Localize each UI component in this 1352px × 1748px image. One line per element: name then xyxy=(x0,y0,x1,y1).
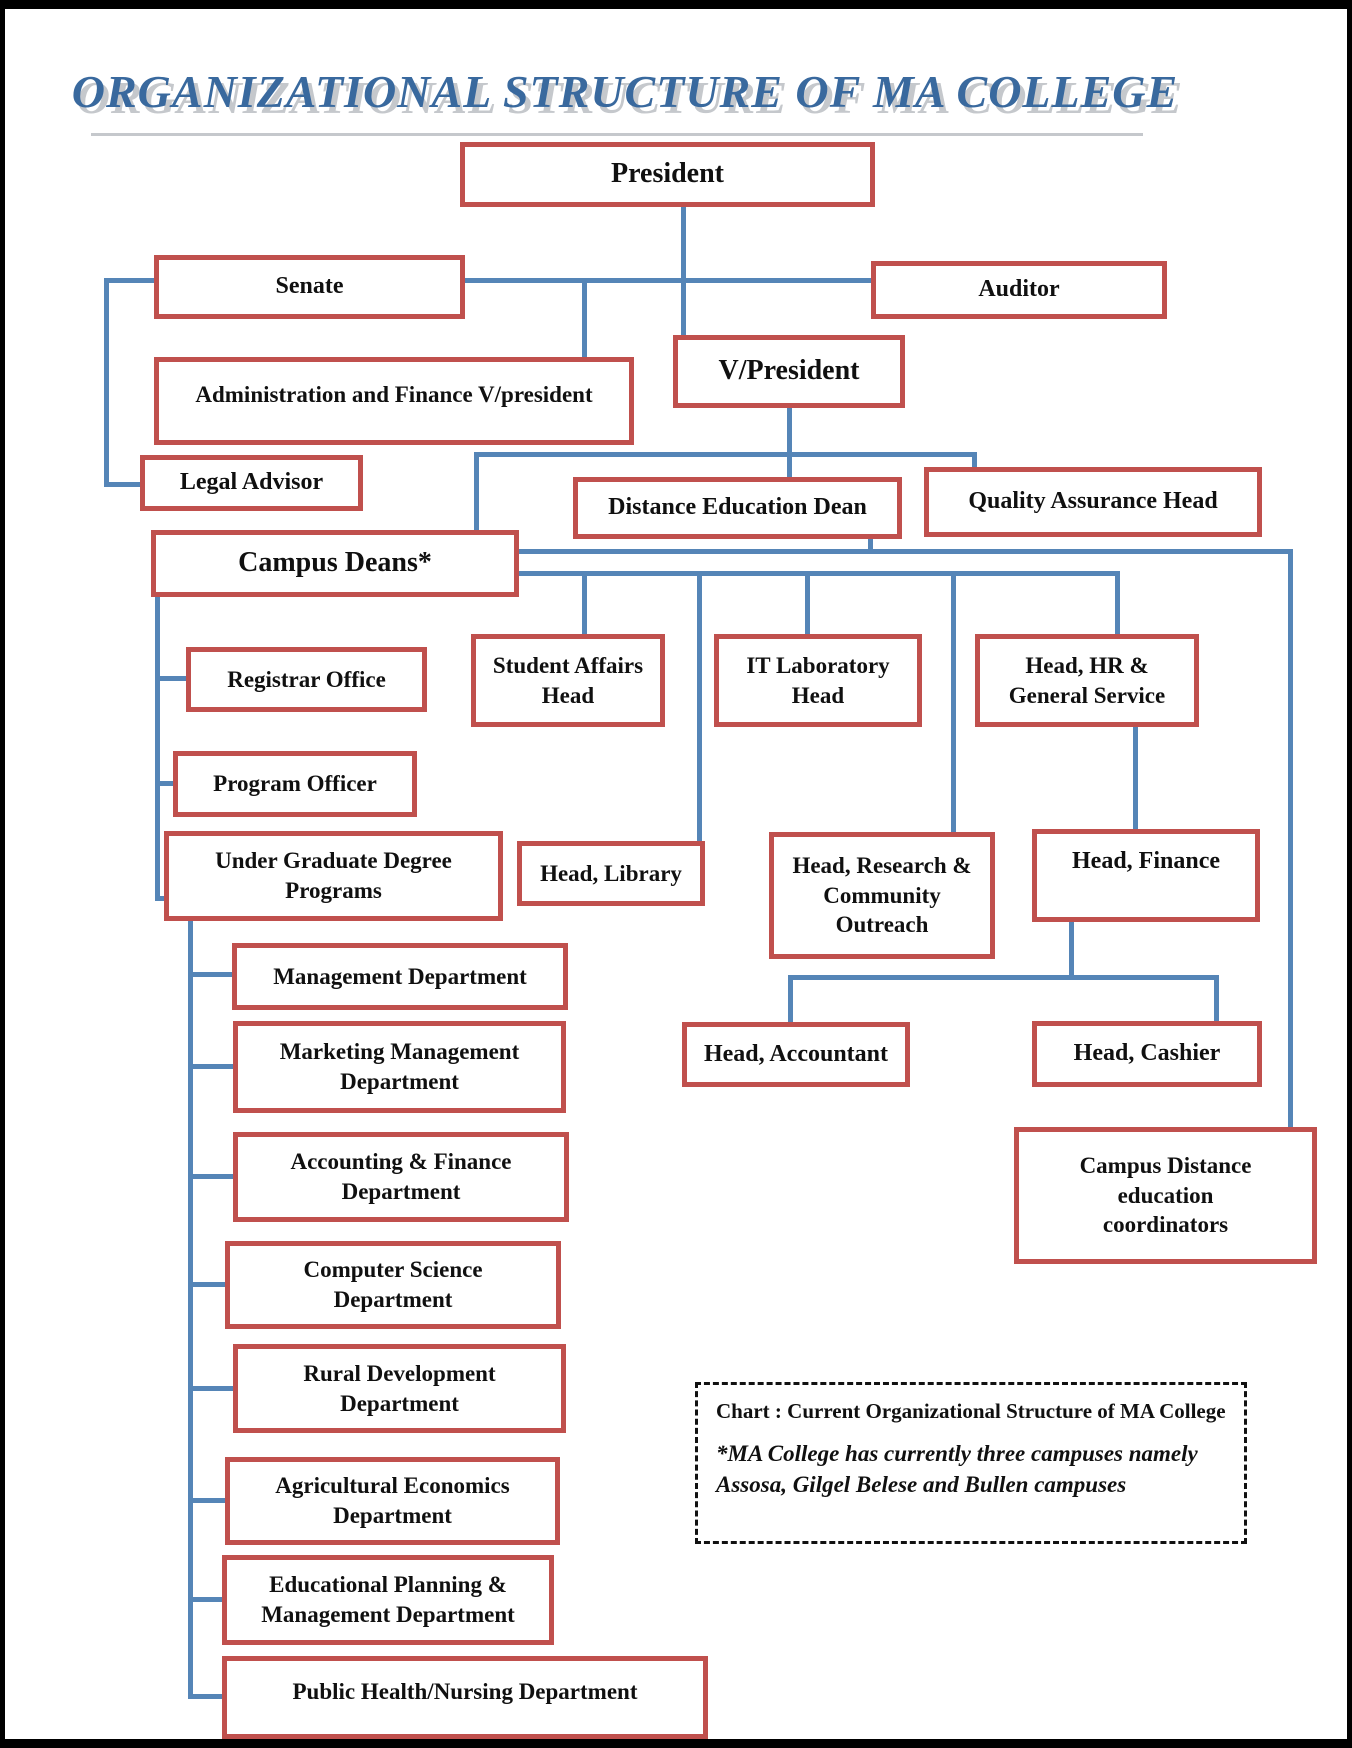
org-box-campus-distance-education-coordinators: Campus Distance education coordinators xyxy=(1014,1127,1317,1264)
title-shadow-underline xyxy=(91,133,1143,136)
connector-qah-drop xyxy=(972,452,977,467)
org-box-computer-science-department: Computer Science Department xyxy=(225,1241,561,1329)
org-box-legal-advisor: Legal Advisor xyxy=(140,455,363,511)
connector-finance-branch-h xyxy=(788,975,1219,980)
chart-note-box: Chart : Current Organizational Structure… xyxy=(695,1382,1247,1544)
connector-educational-stub xyxy=(188,1597,222,1602)
org-box-student-affairs-head: Student Affairs Head xyxy=(471,634,665,727)
connector-right-long-drop xyxy=(1288,549,1293,1127)
connector-hr-finance xyxy=(1133,727,1138,829)
connector-legal-stub xyxy=(104,482,140,487)
org-box-agricultural-economics-department: Agricultural Economics Department xyxy=(225,1457,560,1545)
org-box-head-hr-general-service: Head, HR & General Service xyxy=(975,634,1199,727)
connector-public-health-stub xyxy=(188,1694,222,1699)
org-box-rural-development-department: Rural Development Department xyxy=(233,1344,566,1433)
connector-distance-h xyxy=(519,549,1293,554)
connector-deans-left-spine xyxy=(155,597,160,901)
org-box-educational-planning-management-department: Educational Planning & Management Depart… xyxy=(222,1555,554,1645)
connector-hr-drop xyxy=(1115,571,1120,634)
connector-program-officer-stub xyxy=(155,781,173,786)
connector-ded-drop xyxy=(868,539,873,551)
connector-deans-branch-h xyxy=(519,571,1120,576)
connector-management-stub xyxy=(188,972,232,977)
org-box-registrar-office: Registrar Office xyxy=(186,647,427,712)
org-box-vpresident: V/President xyxy=(673,335,905,408)
connector-accountant-drop xyxy=(788,975,793,1022)
org-box-senate: Senate xyxy=(154,255,465,319)
org-box-management-department: Management Department xyxy=(232,943,568,1010)
org-box-it-laboratory-head: IT Laboratory Head xyxy=(714,634,922,727)
connector-finance-drop xyxy=(1069,922,1074,977)
org-box-president: President xyxy=(460,142,875,207)
org-box-campus-deans: Campus Deans* xyxy=(151,530,519,597)
connector-computer-science-stub xyxy=(188,1282,225,1287)
connector-vpresident-drop xyxy=(787,408,792,477)
connector-marketing-stub xyxy=(188,1064,233,1069)
org-box-head-finance: Head, Finance xyxy=(1032,829,1260,922)
connector-adminfin-drop xyxy=(582,281,587,357)
connector-departments-spine xyxy=(188,921,193,1699)
connector-rural-stub xyxy=(188,1386,233,1391)
org-box-public-health-nursing-department: Public Health/Nursing Department xyxy=(222,1656,708,1739)
org-box-head-library: Head, Library xyxy=(517,841,705,906)
org-box-quality-assurance-head: Quality Assurance Head xyxy=(924,467,1262,537)
chart-caption: Chart : Current Organizational Structure… xyxy=(716,1399,1226,1423)
org-box-marketing-management-department: Marketing Management Department xyxy=(233,1021,566,1113)
org-box-head-cashier: Head, Cashier xyxy=(1032,1021,1262,1087)
connector-registrar-stub xyxy=(155,676,186,681)
connector-accounting-stub xyxy=(188,1174,233,1179)
connector-senate-left-stub xyxy=(104,278,154,283)
connector-itlab-drop xyxy=(805,571,810,634)
org-box-head-accountant: Head, Accountant xyxy=(682,1022,910,1087)
connector-student-affairs-drop xyxy=(582,571,587,634)
connector-senate-auditor xyxy=(465,278,871,283)
org-box-auditor: Auditor xyxy=(871,261,1167,319)
org-box-accounting-finance-department: Accounting & Finance Department xyxy=(233,1132,569,1222)
connector-research-drop xyxy=(951,571,956,832)
page-title: ORGANIZATIONAL STRUCTURE OF MA COLLEGE xyxy=(71,66,1179,117)
org-box-head-research-community-outreach: Head, Research & Community Outreach xyxy=(769,832,995,959)
chart-footnote: *MA College has currently three campuses… xyxy=(716,1441,1198,1498)
org-box-distance-education-dean: Distance Education Dean xyxy=(573,477,902,539)
connector-campusdeans-drop xyxy=(474,452,479,530)
connector-library-drop xyxy=(697,571,702,841)
connector-ugdp-stub xyxy=(155,896,165,901)
connector-vp-branch-h xyxy=(474,452,977,457)
connector-agricultural-stub xyxy=(188,1498,225,1503)
connector-cashier-drop xyxy=(1214,975,1219,1021)
org-box-admin-finance-vp: Administration and Finance V/president xyxy=(154,357,634,445)
connector-president-down xyxy=(681,207,686,335)
org-box-program-officer: Program Officer xyxy=(173,751,417,817)
connector-left-spine xyxy=(104,278,109,487)
org-box-under-graduate-degree-programs: Under Graduate Degree Programs xyxy=(164,831,503,921)
